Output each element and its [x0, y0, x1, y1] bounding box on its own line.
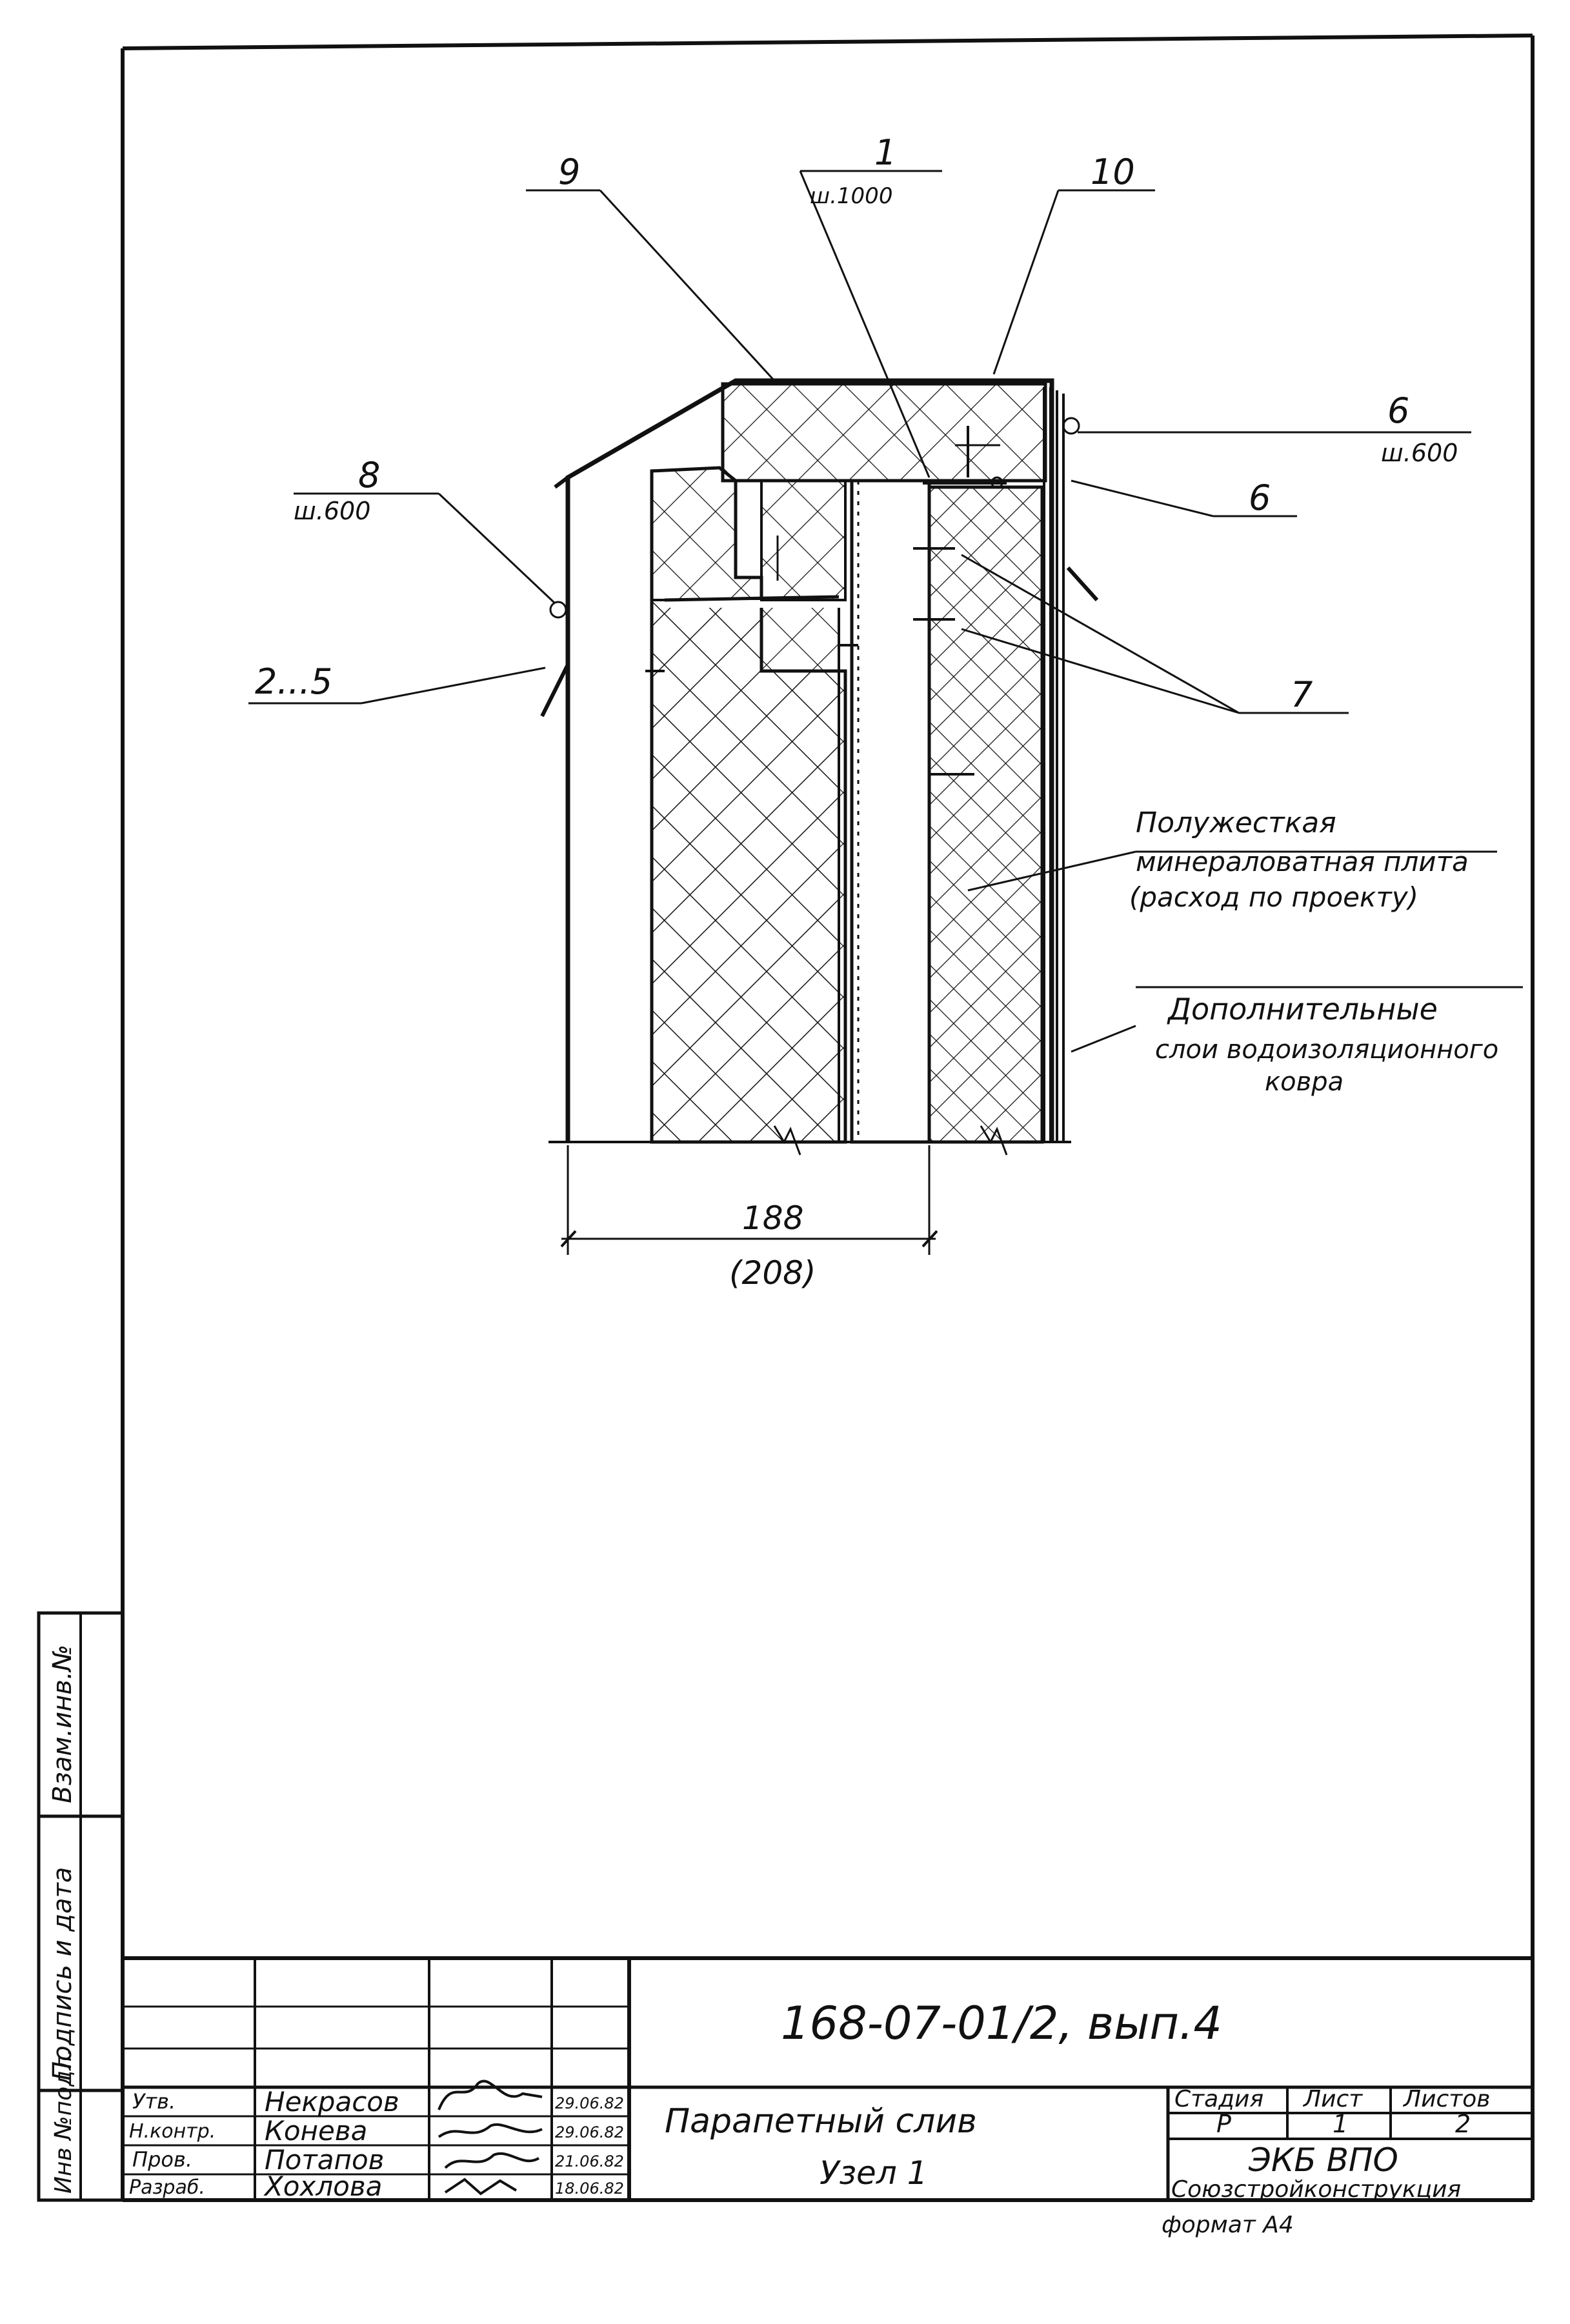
- fasteners: [549, 417, 1080, 776]
- side-stamp-replacement: Взам.инв.№: [48, 1645, 77, 1803]
- parapet-section-drawing: 1 ш.1000 9 10 6 ш.600 6 8 ш.600 2...5 7 …: [248, 132, 1523, 1292]
- drawing-title: Парапетный слив: [665, 2102, 977, 2141]
- sheet-value: 1: [1333, 2110, 1348, 2138]
- document-code: 168-07-01/2, вып.4: [781, 1997, 1222, 2050]
- insulation-slab: [927, 485, 1044, 1144]
- role-cell: Разраб.: [129, 2176, 205, 2199]
- dimension-188: [560, 1145, 938, 1255]
- callout-8-ref: ш.600: [294, 497, 370, 525]
- waterproofing-layers: [1043, 387, 1065, 1142]
- date-cell: 29.06.82: [555, 2123, 624, 2141]
- date-cell: 21.06.82: [555, 2152, 624, 2170]
- side-stamp: Взам.инв.№ Подпись и дата Инв №подл.: [37, 1611, 125, 2202]
- cap-block: [721, 382, 1047, 483]
- callout-6b: 6: [1249, 477, 1271, 518]
- side-stamp-inventory: Инв №подл.: [50, 2049, 77, 2194]
- callout-6a: 6: [1387, 390, 1409, 431]
- role-cell: Пров.: [132, 2147, 192, 2172]
- note-layers-1: Дополнительные: [1167, 992, 1438, 1027]
- callout-8: 8: [358, 455, 380, 496]
- leader-lines: [248, 170, 1523, 1053]
- name-cell: Некрасов: [265, 2086, 399, 2118]
- side-stamp-signature-date: Подпись и дата: [48, 1867, 77, 2081]
- signature-mark: [438, 2079, 543, 2110]
- callout-labels: 1 ш.1000 9 10 6 ш.600 6 8 ш.600 2...5 7: [255, 132, 1458, 715]
- callout-7: 7: [1291, 674, 1313, 715]
- name-cell: Хохлова: [263, 2170, 382, 2202]
- stage-value: Р: [1216, 2110, 1231, 2138]
- role-cell: Н.контр.: [129, 2120, 216, 2143]
- title-block: 168-07-01/2, вып.4 Парапетный слив Узел …: [123, 1956, 1533, 2238]
- note-layers-3: ковра: [1265, 1067, 1344, 1097]
- organization-subname: Союзстройконструкция: [1171, 2176, 1461, 2203]
- note-insulation-3: (расход по проекту): [1129, 881, 1418, 913]
- note-layers-2: слои водоизоляционного: [1155, 1035, 1498, 1065]
- stage-header: Стадия: [1174, 2086, 1263, 2112]
- approvals-table: Утв. Некрасов 29.06.82 Н.контр. Конева 2…: [129, 2079, 624, 2202]
- sheets-value: 2: [1455, 2110, 1471, 2138]
- name-cell: Потапов: [265, 2144, 384, 2176]
- notes: Полужесткая минераловатная плита (расход…: [1129, 806, 1498, 1097]
- name-cell: Конева: [265, 2115, 367, 2147]
- signature-mark: [438, 2123, 543, 2138]
- note-insulation-2: минераловатная плита: [1136, 846, 1469, 877]
- role-cell: Утв.: [132, 2089, 176, 2114]
- callout-2-5: 2...5: [255, 661, 332, 702]
- signature-mark: [444, 2178, 518, 2196]
- sheet-header: Лист: [1302, 2086, 1363, 2112]
- callout-1-ref: ш.1000: [810, 183, 892, 209]
- callout-1: 1: [874, 132, 896, 173]
- date-cell: 29.06.82: [555, 2094, 624, 2112]
- format-label: формат А4: [1162, 2212, 1294, 2238]
- organization-name: ЭКБ ВПО: [1248, 2141, 1398, 2179]
- dimension-value: 188: [742, 1199, 803, 1237]
- note-insulation-1: Полужесткая: [1136, 806, 1336, 839]
- callout-6a-ref: ш.600: [1381, 439, 1458, 467]
- callout-9: 9: [558, 152, 580, 192]
- signature-mark: [444, 2152, 540, 2169]
- break-marks: [773, 1125, 1008, 1156]
- callout-10: 10: [1091, 152, 1135, 192]
- drawing-subtitle: Узел 1: [820, 2154, 927, 2192]
- date-cell: 18.06.82: [555, 2179, 624, 2198]
- sheets-header: Листов: [1402, 2086, 1490, 2112]
- dimension-alt-value: (208): [729, 1254, 816, 1292]
